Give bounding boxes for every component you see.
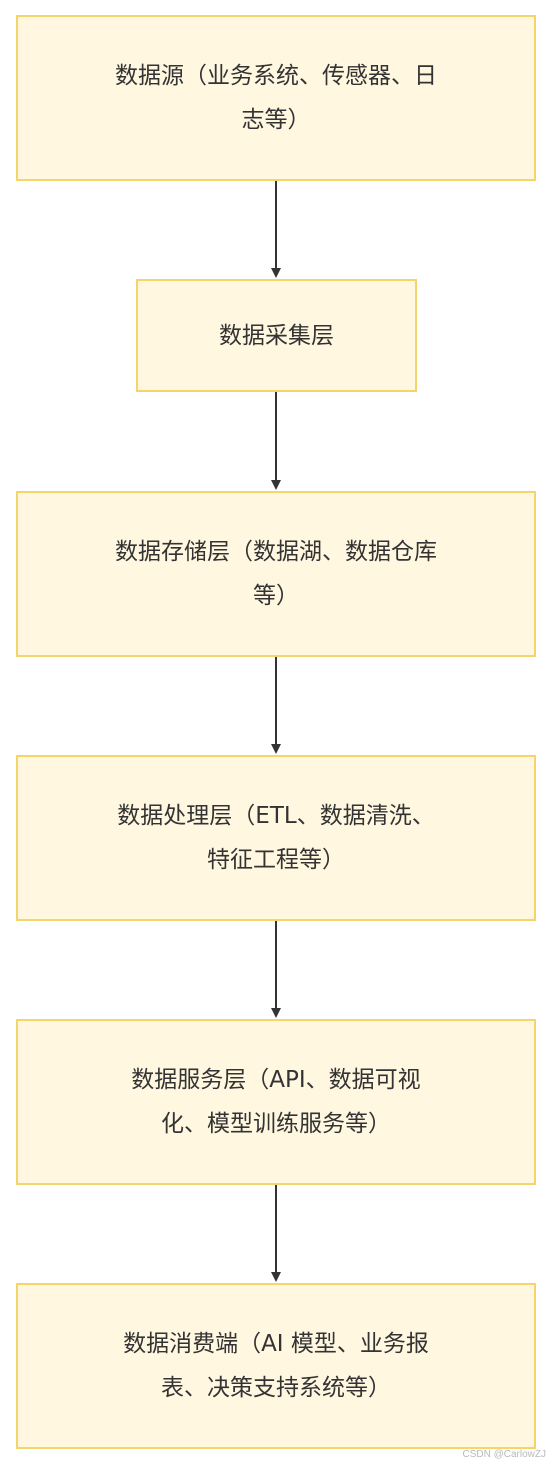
node-service-layer: 数据服务层（API、数据可视 化、模型训练服务等） [16,1019,536,1185]
node-label-line: 特征工程等） [207,847,345,873]
node-label-line: 化、模型训练服务等） [160,1111,391,1137]
node-label-line: 表、决策支持系统等） [160,1375,391,1401]
node-consumer-end: 数据消费端（AI 模型、业务报 表、决策支持系统等） [16,1283,536,1449]
node-storage-layer: 数据存储层（数据湖、数据仓库 等） [16,491,536,657]
node-processing-layer: 数据处理层（ETL、数据清洗、 特征工程等） [16,755,536,921]
node-label-line: 志等） [241,107,311,133]
watermark: CSDN @CarlowZJ [462,1449,547,1460]
node-label-line: 数据处理层（ETL、数据清洗、 [117,803,435,829]
node-label-line: 数据采集层 [219,322,334,349]
node-label-line: 数据服务层（API、数据可视 [131,1067,421,1093]
node-data-source: 数据源（业务系统、传感器、日 志等） [16,15,536,181]
node-label-line: 数据存储层（数据湖、数据仓库 [115,539,437,565]
node-label-line: 数据消费端（AI 模型、业务报 [123,1331,429,1357]
node-label-line: 等） [253,583,299,609]
node-collection-layer: 数据采集层 [136,279,417,392]
node-label-line: 数据源（业务系统、传感器、日 [115,63,437,89]
